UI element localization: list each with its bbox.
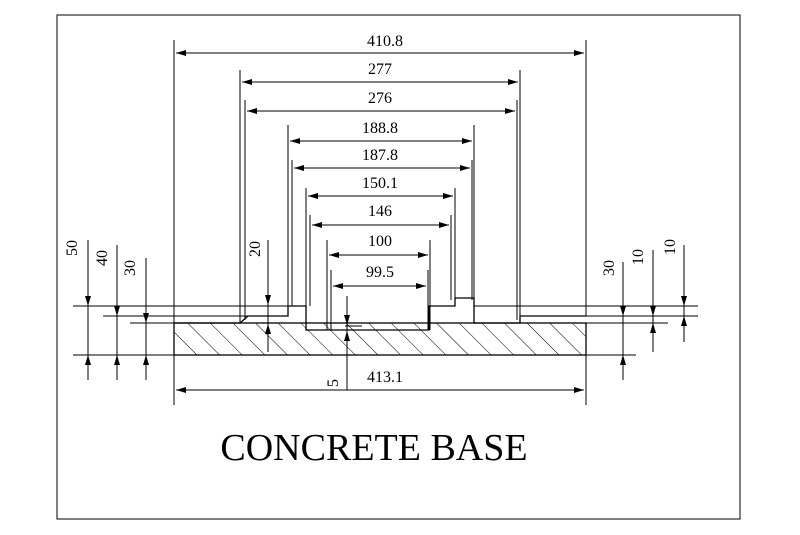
dim-right-30: 30 bbox=[601, 260, 618, 276]
dim-100: 100 bbox=[368, 233, 392, 250]
dim-99-5: 99.5 bbox=[366, 264, 394, 281]
right-vertical-dimensions bbox=[620, 245, 687, 380]
dim-413-1: 413.1 bbox=[367, 369, 403, 386]
dim-left-20: 20 bbox=[247, 241, 264, 257]
dim-146: 146 bbox=[368, 203, 392, 220]
dim-410-8: 410.8 bbox=[367, 33, 403, 50]
right-level-lines bbox=[474, 305, 698, 356]
extension-lines bbox=[173, 40, 587, 405]
dim-left-50: 50 bbox=[64, 240, 81, 256]
horizontal-dimension-lines bbox=[176, 50, 584, 393]
dim-277: 277 bbox=[368, 61, 392, 78]
drawing-title: CONCRETE BASE bbox=[220, 427, 527, 469]
dim-187-8: 187.8 bbox=[362, 147, 398, 164]
dim-left-40: 40 bbox=[94, 250, 111, 266]
center-vertical-dimension bbox=[344, 296, 362, 390]
dim-right-10a: 10 bbox=[630, 249, 647, 265]
dim-188-8: 188.8 bbox=[362, 120, 398, 137]
dim-150-1: 150.1 bbox=[362, 175, 398, 192]
dim-276: 276 bbox=[368, 90, 392, 107]
dim-center-5: 5 bbox=[325, 379, 342, 387]
left-vertical-dimensions bbox=[85, 240, 271, 380]
sheet-border bbox=[56, 14, 741, 520]
concrete-slab bbox=[173, 322, 587, 356]
dim-left-30: 30 bbox=[122, 260, 139, 276]
dim-right-10b: 10 bbox=[662, 239, 679, 255]
